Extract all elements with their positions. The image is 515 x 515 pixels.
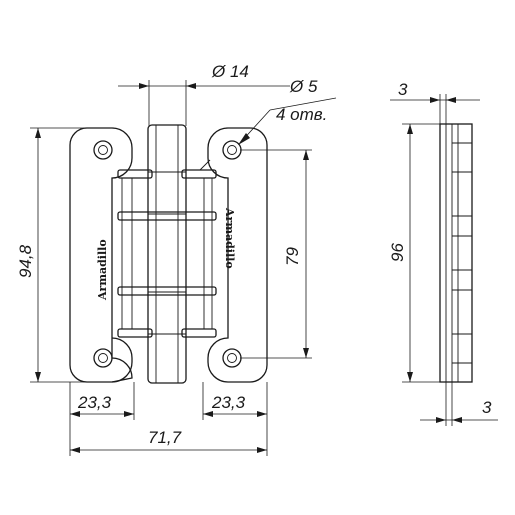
hole-diameter-label: Ø 5 [289,77,318,96]
side-height-label: 96 [388,243,407,262]
front-view: Armadillo Armadillo [69,124,268,384]
right-leaf-plate [207,127,268,383]
hole-top-left [93,140,113,160]
hole-count-label: 4 отв. [276,105,327,124]
side-dimensions: 96 3 3 [388,80,498,426]
right-leaf-width-label: 23,3 [211,393,246,412]
side-bottom-thickness-label: 3 [482,398,492,417]
front-dimensions: Ø 14 Ø 5 4 отв. 94,8 79 23,3 23 [16,62,337,456]
left-leaf-width-label: 23,3 [77,393,112,412]
linkage-arms [117,159,217,338]
right-leaf-logo: Armadillo [223,207,236,269]
left-leaf-logo: Armadillo [96,239,109,301]
pin-diameter-label: Ø 14 [211,62,249,81]
hinge-pin-barrel [147,124,187,384]
hole-spacing-label: 79 [283,247,302,266]
plate-height-label: 94,8 [16,244,35,278]
mounting-holes [93,140,242,368]
side-view [439,123,473,383]
left-leaf-plate [69,127,133,383]
hole-top-right [222,140,242,160]
hole-bottom-right [222,348,242,368]
side-top-thickness-label: 3 [398,80,408,99]
hole-bottom-left [93,348,113,368]
total-width-label: 71,7 [148,428,182,447]
